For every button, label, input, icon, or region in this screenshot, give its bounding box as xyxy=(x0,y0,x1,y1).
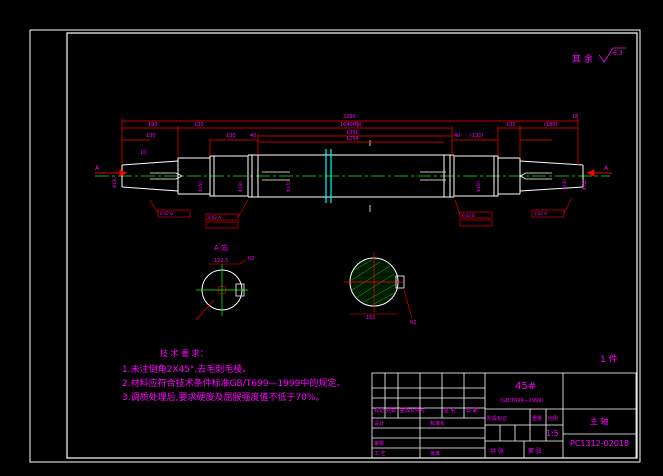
svg-text:Φ150: Φ150 xyxy=(476,181,481,192)
tolerance-right: 0.02 A xyxy=(534,211,547,216)
svg-text:130: 130 xyxy=(506,122,516,128)
svg-text:10: 10 xyxy=(140,150,146,156)
material: 45# xyxy=(515,381,536,392)
svg-text:Φ170: Φ170 xyxy=(286,181,291,192)
material-standard: (GB/T699—1999) xyxy=(500,398,543,404)
svg-text:(180): (180) xyxy=(544,122,557,128)
svg-text:1254: 1254 xyxy=(346,136,359,142)
standard-label: 标准化 xyxy=(430,420,445,427)
svg-text:40: 40 xyxy=(250,133,256,139)
sheet-total: 共 张 xyxy=(490,447,504,455)
section-b-dim-bottom: 161 xyxy=(366,315,376,321)
roughness-value: 6.3 xyxy=(613,50,623,57)
process-label: 工 艺 xyxy=(374,451,386,457)
stage-label: 阶段标记 xyxy=(487,415,507,422)
tolerance-mid-left: 0.02 A xyxy=(208,215,221,220)
arrow-label-left: A xyxy=(95,165,100,172)
svg-text:2290: 2290 xyxy=(343,114,356,120)
row-label-mark: 标记 xyxy=(374,407,384,414)
shaft-main-view: A A xyxy=(95,140,612,212)
weight-label: 重量 xyxy=(532,415,542,422)
scale-label: 比例 xyxy=(548,415,558,422)
section-b-dim-r: R2 xyxy=(410,320,417,326)
section-a-view: A 向 122.5 R2 xyxy=(195,243,255,321)
notes-title: 技 术 要 求： xyxy=(160,348,208,358)
tolerance-left: 0.02 B xyxy=(160,211,173,216)
svg-text:190: 190 xyxy=(148,122,158,128)
svg-text:1350: 1350 xyxy=(346,130,359,136)
section-a-dim-top: 122.5 xyxy=(214,258,228,264)
drawing-frame xyxy=(66,32,638,459)
title-block xyxy=(371,372,637,459)
svg-text:Φ160: Φ160 xyxy=(238,181,243,192)
note-item-1: 1.未注倒角2X45°,去毛刺毛棱。 xyxy=(122,363,251,375)
part-name: 主 轴 xyxy=(590,416,609,426)
note-item-3: 3.调质处理后,要求硬度及屈服强度值不低于70%。 xyxy=(122,391,324,403)
roughness-symbol xyxy=(598,47,626,63)
roughness-note: 其 余 xyxy=(572,53,593,65)
svg-text:Φ150: Φ150 xyxy=(198,181,203,192)
row-label-count: 处数 xyxy=(386,407,396,414)
dimension-texts: 2290 1640(轴) 1350 1254 130 190 130 130 4… xyxy=(140,114,578,156)
section-a-dim-r: R2 xyxy=(248,256,255,262)
sheet-border xyxy=(29,29,641,463)
svg-text:130: 130 xyxy=(194,122,204,128)
svg-text:130: 130 xyxy=(226,133,236,139)
svg-text:Φ130: Φ130 xyxy=(112,177,117,188)
note-item-2: 2.材料应符合技术条件标准GB/T699—1999中的规定。 xyxy=(122,377,345,389)
check-label: 审核 xyxy=(374,440,384,447)
tolerance-mid-right: 0.02 B xyxy=(462,213,475,218)
svg-text:Φ120: Φ120 xyxy=(582,179,587,190)
section-a-label: A 向 xyxy=(214,243,228,252)
tolerance-frames xyxy=(149,197,573,229)
quantity-note: 1 件 xyxy=(600,353,618,365)
drawing-number: PC1312-02018 xyxy=(570,439,629,448)
section-b-view: 161 R2 xyxy=(344,252,417,326)
diameter-labels: Φ130 Φ150 Φ160 Φ170 Φ150 Φ130 Φ120 xyxy=(112,177,587,192)
svg-text:(130): (130) xyxy=(470,133,483,139)
sheet-number: 第 张 xyxy=(528,447,542,455)
svg-text:40: 40 xyxy=(454,133,460,139)
approve-label: 批准 xyxy=(430,450,440,457)
dimensions xyxy=(121,118,579,165)
arrow-label-right: A xyxy=(604,165,609,172)
svg-text:Φ130: Φ130 xyxy=(562,179,567,190)
design-label: 设计 xyxy=(374,420,384,427)
svg-text:1640(轴): 1640(轴) xyxy=(340,121,362,128)
svg-text:18: 18 xyxy=(572,114,578,120)
row-label-change: 更改文件号 xyxy=(400,407,425,414)
row-label-sign: 签 名 xyxy=(444,407,456,414)
row-label-date: 日 期 xyxy=(466,408,478,414)
technical-notes: 技 术 要 求： 1.未注倒角2X45°,去毛刺毛棱。 2.材料应符合技术条件标… xyxy=(122,348,345,403)
scale-value: 1:5 xyxy=(546,429,559,438)
svg-text:130: 130 xyxy=(146,133,156,139)
